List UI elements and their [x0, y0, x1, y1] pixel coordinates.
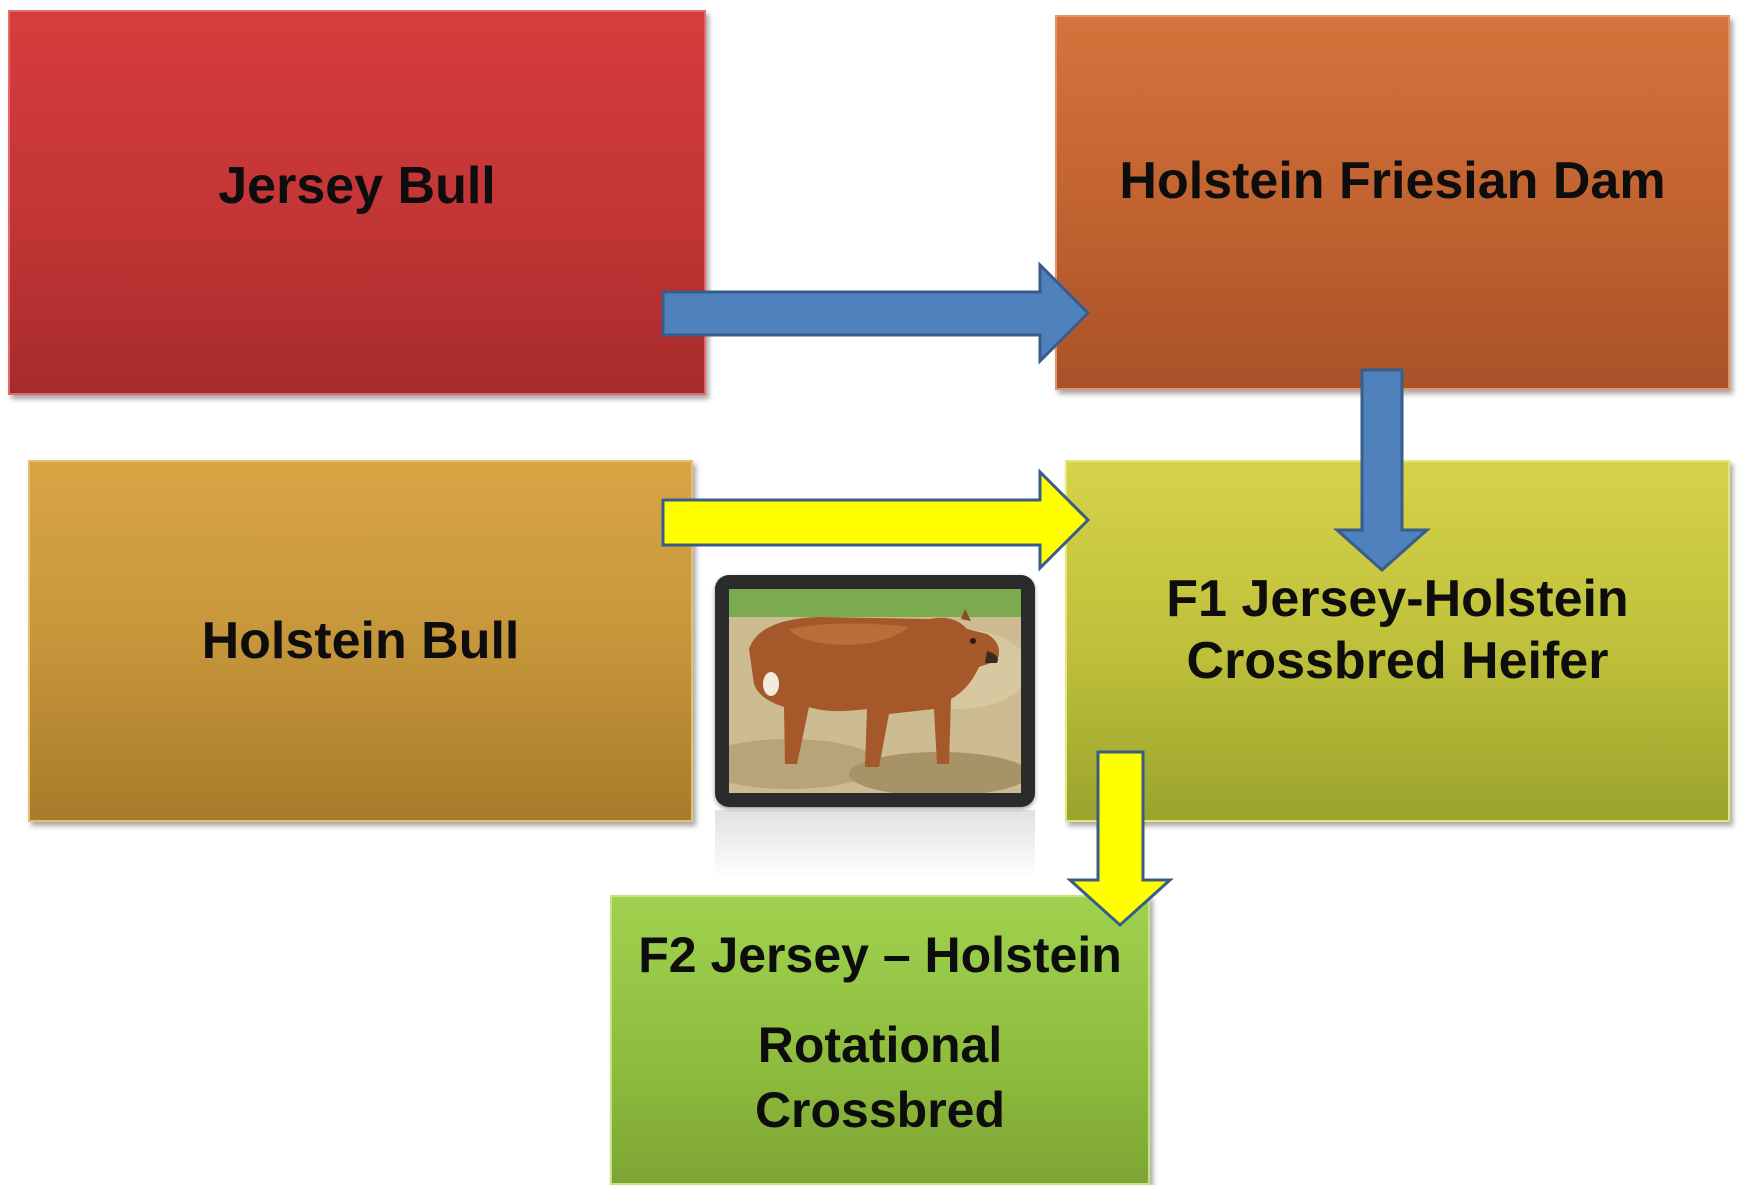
f2-label-line2: Rotational [757, 1017, 1003, 1073]
f1-crossbred-heifer-box: F1 Jersey-Holstein Crossbred Heifer [1065, 460, 1730, 822]
holstein-friesian-dam-label: Holstein Friesian Dam [1119, 152, 1666, 211]
f1-label-line2: Crossbred Heifer [1186, 632, 1609, 690]
f2-label-line1: F2 Jersey – Holstein [638, 927, 1122, 983]
arrow-jersey-bull-to-dam [661, 261, 1091, 365]
jersey-bull-label: Jersey Bull [218, 157, 496, 216]
f2-rotational-crossbred-box: F2 Jersey – Holstein Rotational Crossbre… [610, 895, 1150, 1185]
holstein-friesian-dam-box: Holstein Friesian Dam [1055, 15, 1730, 390]
cow-photo [715, 575, 1035, 807]
holstein-bull-box: Holstein Bull [28, 460, 693, 822]
jersey-bull-box: Jersey Bull [8, 10, 706, 395]
cow-photo-reflection [715, 810, 1035, 880]
f1-label-line1: F1 Jersey-Holstein [1166, 569, 1629, 628]
f2-label-line3: Crossbred [754, 1082, 1006, 1138]
holstein-bull-label: Holstein Bull [201, 611, 520, 670]
cow-illustration-icon [729, 589, 1021, 793]
cow-photo-image [729, 589, 1021, 793]
arrow-holstein-bull-to-f1 [661, 468, 1091, 572]
